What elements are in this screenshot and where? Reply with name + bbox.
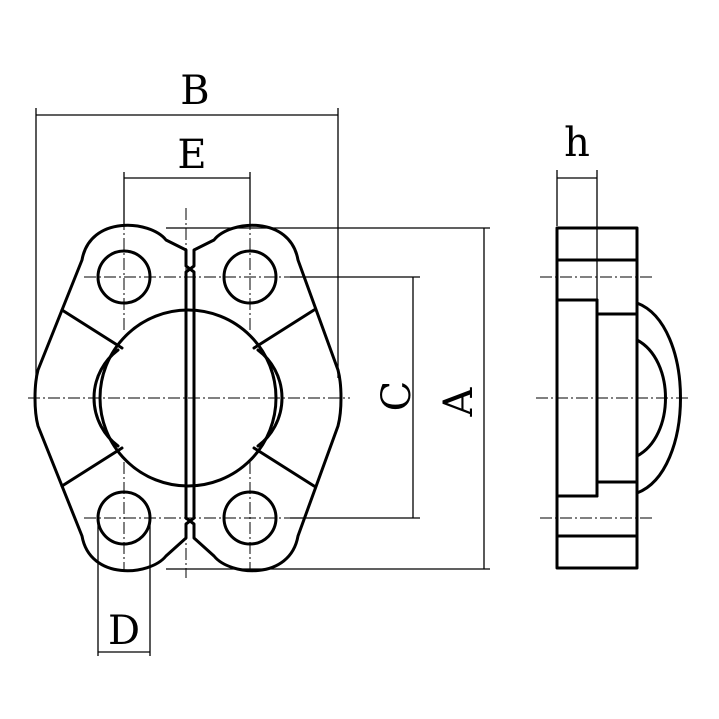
label-E: E bbox=[177, 132, 206, 178]
label-A: A bbox=[436, 386, 482, 417]
right-shoulder-arc bbox=[256, 348, 284, 448]
label-h: h bbox=[564, 120, 590, 166]
label-D: D bbox=[108, 608, 140, 654]
label-B: B bbox=[180, 68, 209, 114]
dimension-labels: B E C A D h bbox=[108, 68, 590, 654]
left-half-outline bbox=[33, 223, 196, 573]
front-view bbox=[28, 208, 350, 578]
web-line-tl bbox=[60, 308, 124, 350]
label-C: C bbox=[374, 381, 420, 412]
web-line-tr bbox=[252, 308, 316, 350]
web-line-bl bbox=[60, 446, 124, 488]
web-line-br bbox=[252, 446, 316, 488]
side-view bbox=[536, 226, 690, 570]
dimensions bbox=[35, 108, 598, 656]
right-half-outline bbox=[184, 223, 343, 573]
